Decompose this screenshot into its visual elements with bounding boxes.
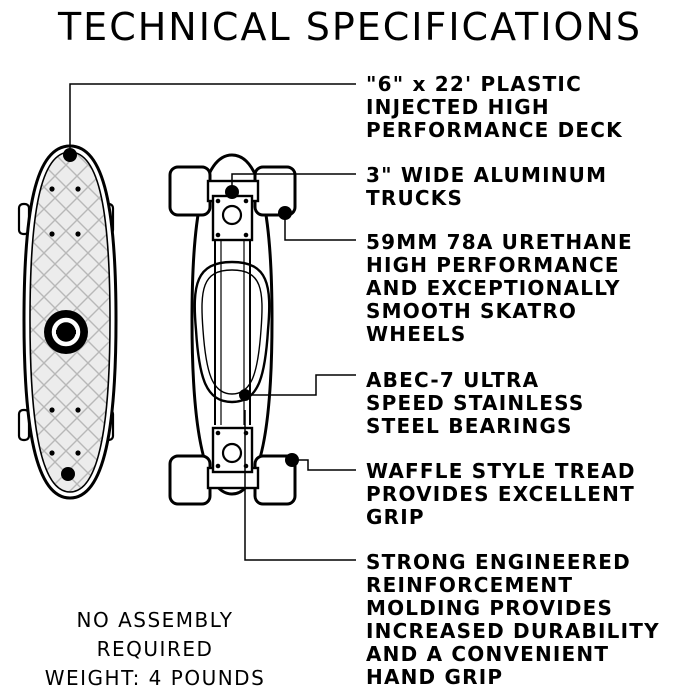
spec-wheels: 59MM 78A URETHANE HIGH PERFORMANCE AND E… <box>366 231 700 346</box>
spec-tread: WAFFLE STYLE TREAD PROVIDES EXCELLENT GR… <box>366 460 700 529</box>
callout-wheels <box>284 213 356 241</box>
spec-line: SPEED STAINLESS <box>366 391 585 415</box>
spec-line: WAFFLE STYLE TREAD <box>366 459 636 483</box>
spec-line: PERFORMANCE DECK <box>366 118 623 142</box>
footer-line: NO ASSEMBLY <box>76 608 234 632</box>
spec-line: WHEELS <box>366 322 467 346</box>
spec-line: INJECTED HIGH <box>366 95 550 119</box>
spec-line: 59MM 78A URETHANE <box>366 230 633 254</box>
reinforcement-molding <box>193 260 271 404</box>
wheel-top-left <box>168 165 212 217</box>
spec-line: "6" x 22' PLASTIC <box>366 72 582 96</box>
spec-line: 3" WIDE ALUMINUM <box>366 163 608 187</box>
spec-line: HIGH PERFORMANCE <box>366 253 620 277</box>
footer-line: REQUIRED <box>96 637 214 661</box>
spec-line: GRIP <box>366 505 425 529</box>
spec-trucks: 3" WIDE ALUMINUM TRUCKS <box>366 164 700 210</box>
spec-molding: STRONG ENGINEERED REINFORCEMENT MOLDING … <box>366 551 700 689</box>
callout-dot-wheels <box>278 206 292 220</box>
spec-line: MOLDING PROVIDES <box>366 596 614 620</box>
assembly-weight-note: NO ASSEMBLY REQUIRED WEIGHT: 4 POUNDS <box>0 606 310 693</box>
callout-dot-tread-deck <box>61 467 75 481</box>
brand-logo-icon <box>44 310 88 354</box>
wheel-bottom-left <box>168 454 212 506</box>
spec-line: ABEC-7 ULTRA <box>366 368 540 392</box>
deck-bolts <box>49 186 81 456</box>
spec-line: PROVIDES EXCELLENT <box>366 482 635 506</box>
page-title: TECHNICAL SPECIFICATIONS <box>57 5 643 49</box>
footer-line: WEIGHT: 4 POUNDS <box>44 666 266 690</box>
spec-line: STRONG ENGINEERED <box>366 550 631 574</box>
callout-molding <box>244 410 356 561</box>
callout-dot-bearings <box>239 389 251 401</box>
spec-line: AND EXCEPTIONALLY <box>366 276 621 300</box>
callout-bearings <box>245 374 356 396</box>
callout-dot-tread-wheel <box>285 453 299 467</box>
spec-line: STEEL BEARINGS <box>366 414 573 438</box>
deck-bottom-view <box>168 153 297 506</box>
callout-tread <box>292 459 356 471</box>
spec-bearings: ABEC-7 ULTRA SPEED STAINLESS STEEL BEARI… <box>366 369 700 438</box>
spec-line: AND A CONVENIENT <box>366 642 610 666</box>
callout-dots <box>61 148 299 481</box>
spec-line: SMOOTH SKATRO <box>366 299 578 323</box>
spec-line: TRUCKS <box>366 186 464 210</box>
callout-dot-deck <box>63 148 77 162</box>
spec-deck: "6" x 22' PLASTIC INJECTED HIGH PERFORMA… <box>366 73 700 142</box>
callout-deck <box>69 83 356 154</box>
spec-line: INCREASED DURABILITY <box>366 619 660 643</box>
spec-line: REINFORCEMENT <box>366 573 574 597</box>
truck-top <box>168 165 297 242</box>
callout-dot-trucks <box>225 185 239 199</box>
spec-line: HAND GRIP <box>366 665 504 689</box>
